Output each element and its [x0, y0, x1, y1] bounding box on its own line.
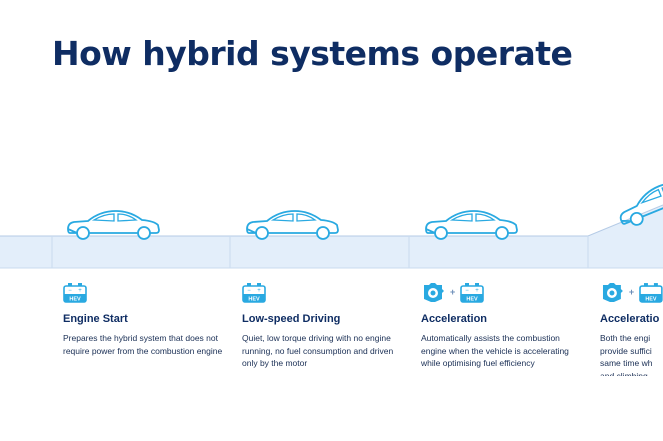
svg-text:−: − — [247, 288, 251, 294]
stage-title: Acceleration — [421, 313, 488, 325]
car-icon — [67, 210, 160, 240]
svg-text:HEV: HEV — [69, 297, 81, 303]
stage-description: Quiet, low torque driving with no engine… — [242, 333, 394, 368]
page-title: How hybrid systems operate — [52, 34, 573, 73]
stage-description: Both the engi provide suffici same time … — [600, 333, 653, 381]
svg-text:+: + — [78, 288, 82, 294]
battery-icon: HEV − + — [460, 283, 485, 303]
stage-title: Engine Start — [63, 313, 128, 325]
stage-description: Prepares the hybrid system that does not… — [63, 333, 223, 356]
engine-icon — [602, 283, 623, 302]
svg-text:+: + — [476, 288, 480, 294]
plus-sign: + — [450, 287, 456, 297]
stage-title: Low-speed Driving — [242, 313, 341, 325]
svg-text:HEV: HEV — [467, 297, 479, 303]
battery-icon: HEV — [639, 283, 663, 303]
battery-icon: HEV − + — [242, 283, 266, 303]
svg-text:−: − — [68, 288, 72, 294]
engine-icon — [424, 283, 444, 302]
stage-acceleration: + HEV − + Acceleration Automatically ass… — [421, 280, 581, 370]
stage-description: Automatically assists the combustion eng… — [421, 333, 569, 368]
svg-text:HEV: HEV — [645, 296, 657, 302]
stage-title: Acceleratio — [600, 313, 660, 325]
svg-text:HEV: HEV — [248, 297, 260, 303]
car-icon — [246, 210, 339, 240]
bottom-mask — [0, 376, 663, 441]
svg-text:+: + — [257, 288, 261, 294]
battery-icon: HEV − + — [63, 283, 87, 303]
stage-acceleration-climbing: + HEV Acceleratio Both the engi provide … — [600, 280, 663, 382]
svg-text:−: − — [466, 288, 470, 294]
stage-low-speed-driving: HEV − + Low-speed Driving Quiet, low tor… — [242, 280, 402, 370]
car-icon — [425, 210, 518, 240]
plus-sign: + — [628, 287, 635, 297]
stage-engine-start: HEV − + Engine Start Prepares the hybrid… — [63, 280, 223, 357]
